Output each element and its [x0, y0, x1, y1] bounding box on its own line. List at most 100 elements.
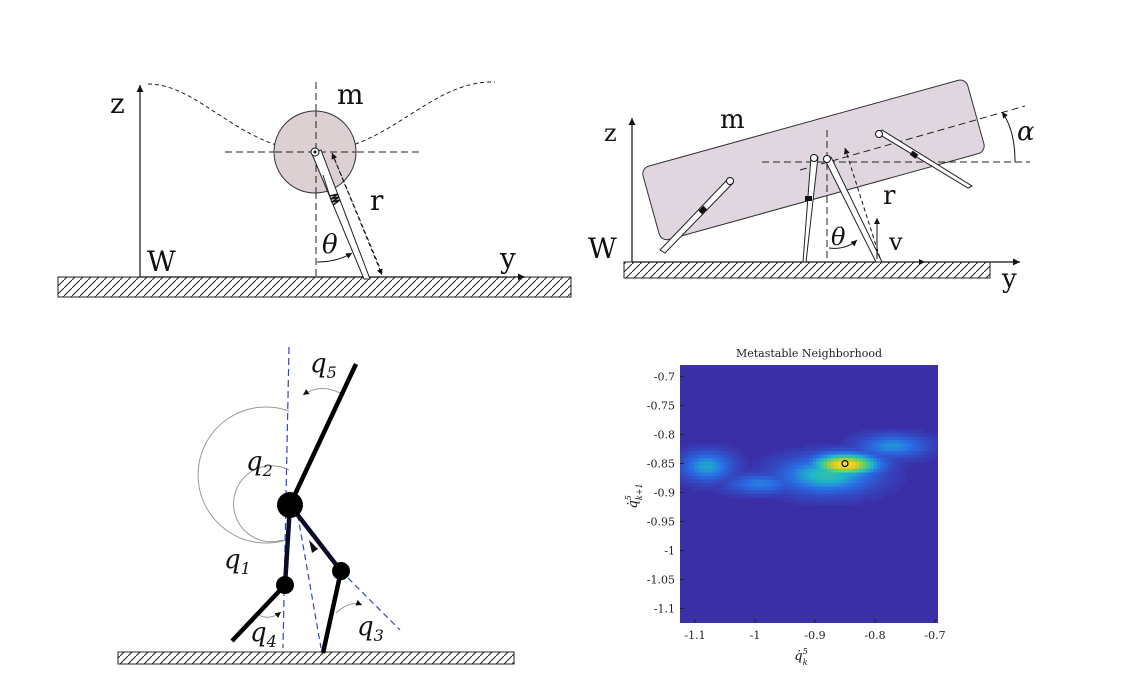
heatmap-cell	[848, 451, 853, 456]
heatmap-cell	[801, 501, 807, 506]
heatmap-cell	[887, 483, 893, 488]
heatmap-cell	[769, 465, 774, 470]
heatmap-cell	[880, 494, 885, 499]
knee-joint-right	[332, 562, 350, 580]
heatmap-cell	[891, 451, 896, 456]
heatmap-cell	[694, 454, 699, 459]
heatmap-cell	[773, 465, 778, 470]
heatmap-cell	[701, 451, 706, 456]
heatmap-cell	[787, 476, 792, 481]
heatmap-cell	[737, 483, 742, 488]
heatmap-cell	[887, 472, 893, 477]
heatmap-cell	[697, 483, 703, 488]
heatmap-cell	[866, 472, 871, 477]
heatmap-cell	[909, 461, 914, 466]
heatmap-cell	[744, 468, 749, 474]
heatmap-cell	[787, 461, 792, 466]
shank-extension-a	[295, 504, 322, 649]
heatmap-cell	[852, 476, 857, 481]
heatmap-cell	[895, 451, 900, 456]
heatmap-cell	[848, 465, 853, 470]
heatmap-cell	[830, 461, 835, 466]
heatmap-cell	[830, 479, 835, 484]
heatmap-cell	[873, 483, 878, 488]
heatmap-cell	[809, 479, 814, 484]
heatmap-cell	[780, 468, 785, 474]
heatmap-cell	[837, 451, 842, 456]
heatmap-cell	[891, 486, 896, 492]
heatmap-cell	[755, 494, 760, 499]
heatmap-cell	[841, 490, 846, 495]
theta-arc-b	[828, 239, 858, 249]
heatmap-cell	[798, 476, 803, 481]
y-tick-label: -0.95	[647, 516, 675, 529]
heatmap-cell	[844, 479, 850, 484]
heatmap-cell	[841, 501, 846, 506]
heatmap-cell	[866, 476, 871, 481]
heatmap-cell	[798, 497, 803, 502]
heatmap-cell	[819, 501, 824, 506]
heatmap-cell	[862, 433, 867, 438]
heatmap-cell	[755, 490, 760, 495]
heatmap-cell	[755, 468, 760, 474]
heatmap-cell	[737, 454, 742, 459]
heatmap-cell	[751, 461, 756, 466]
heatmap-cell	[730, 490, 735, 495]
heatmap-cell	[794, 461, 799, 466]
heatmap-cell	[758, 472, 764, 477]
hip-joint-c	[277, 492, 303, 518]
heatmap-cell	[715, 479, 721, 484]
heatmap-cell	[841, 440, 846, 445]
heatmap-cell	[719, 461, 724, 466]
heatmap-cell	[687, 479, 692, 484]
heatmap-cell	[819, 454, 824, 459]
heatmap-cell	[877, 486, 882, 492]
heatmap-cell	[841, 451, 846, 456]
heatmap-cell	[834, 443, 839, 449]
heatmap-cell	[776, 461, 781, 466]
heatmap-cell	[895, 468, 900, 474]
heatmap-cell	[930, 451, 936, 456]
heatmap-cell	[819, 443, 824, 449]
heatmap-cell	[687, 465, 692, 470]
heatmap-cell	[794, 458, 799, 463]
heatmap-cell	[848, 461, 853, 466]
heatmap-cell	[934, 440, 938, 445]
heatmap-cell	[755, 461, 760, 466]
heatmap-cell	[887, 436, 893, 441]
heatmap-cell	[898, 472, 903, 477]
heatmap-cell	[719, 443, 724, 449]
heatmap-cell	[715, 483, 721, 488]
heatmap-cell	[895, 479, 900, 484]
heatmap-cell	[712, 468, 717, 474]
heatmap-cell	[783, 483, 789, 488]
heatmap-cell	[869, 476, 875, 481]
heatmap-cell	[705, 443, 710, 449]
heatmap-cell	[805, 458, 810, 463]
heatmap-cell	[766, 465, 771, 470]
heatmap-cell	[809, 486, 814, 492]
heatmap-cell	[787, 479, 792, 484]
heatmap-cell	[740, 476, 746, 481]
heatmap-cell	[812, 494, 817, 499]
heatmap-cell	[859, 429, 864, 434]
heatmap-cell	[819, 494, 824, 499]
heatmap-cell	[776, 490, 781, 495]
heatmap-cell	[891, 425, 896, 431]
heatmap-cell	[680, 451, 685, 456]
heatmap-cell	[862, 468, 867, 474]
heatmap-cell	[715, 486, 721, 492]
heatmap-cell	[862, 436, 867, 441]
heatmap-cell	[805, 468, 810, 474]
heatmap-cell	[812, 501, 817, 506]
heatmap-cell	[855, 501, 860, 506]
heatmap-cell	[923, 433, 928, 438]
heatmap-cell	[869, 465, 875, 470]
heatmap-cell	[909, 451, 914, 456]
heatmap-cell	[816, 461, 821, 466]
heatmap-cell	[859, 501, 864, 506]
heatmap-cell	[766, 486, 771, 492]
heatmap-cell	[873, 429, 878, 434]
heatmap-cell	[801, 494, 807, 499]
heatmap-cell	[887, 476, 893, 481]
